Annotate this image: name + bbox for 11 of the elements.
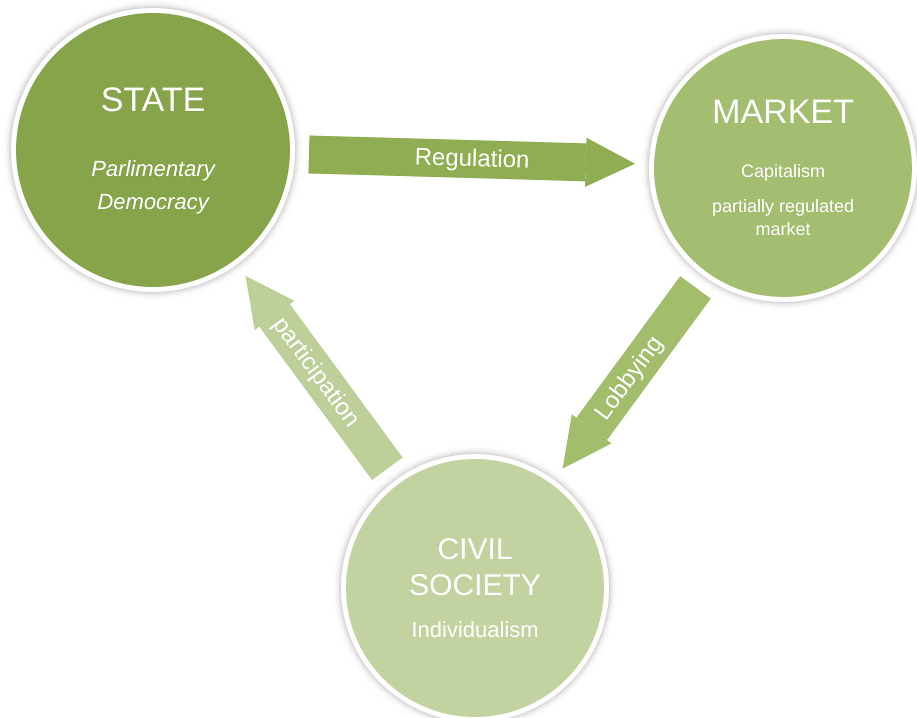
node-subtitle: Capitalism <box>740 160 826 183</box>
node-subtitle: Individualism <box>411 616 539 644</box>
node-subtitle: partially regulated market <box>710 195 856 242</box>
block-arrow <box>245 276 403 480</box>
block-arrow <box>308 135 636 188</box>
edge-label: Regulation <box>414 145 530 173</box>
node-subtitle: Parlimentary Democracy <box>90 154 217 216</box>
node-title: MARKET <box>712 94 854 132</box>
node-title: STATE <box>100 82 206 120</box>
block-arrow <box>562 276 711 469</box>
node-title: CIVIL SOCIETY <box>408 532 542 604</box>
